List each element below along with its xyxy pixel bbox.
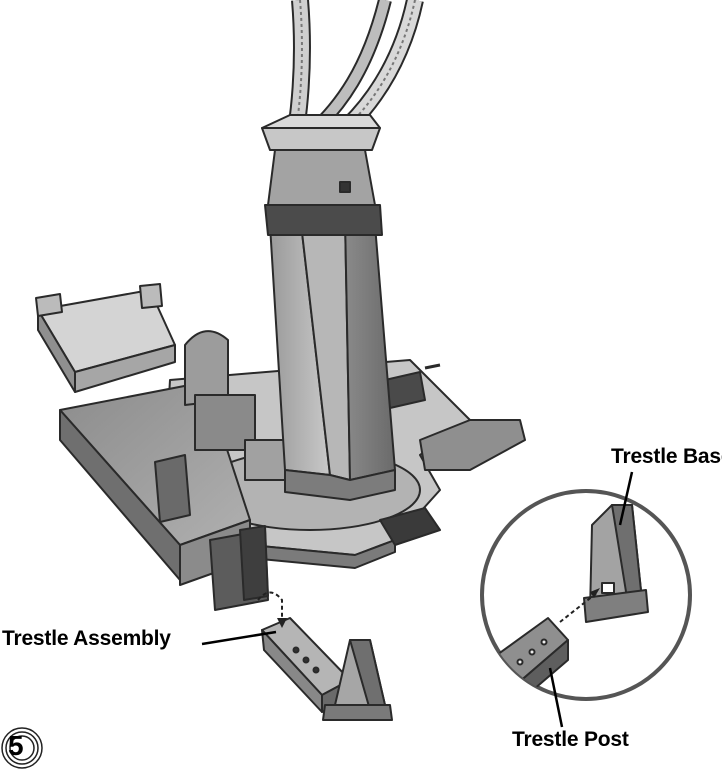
step-number: 5 xyxy=(8,730,24,761)
leader-line-assembly xyxy=(201,630,277,646)
tower xyxy=(261,114,396,501)
trestle-post-label: Trestle Post xyxy=(512,728,629,751)
trestle-base-detail xyxy=(583,504,649,623)
trestle-base-label: Trestle Base xyxy=(611,445,722,468)
inner-buildings xyxy=(184,330,286,481)
step-number-badge: 5 xyxy=(0,724,50,774)
attach-arrow xyxy=(257,591,287,628)
right-arms xyxy=(379,363,526,546)
leader-line-base xyxy=(618,471,634,526)
trestle-assembly xyxy=(261,617,393,721)
toy-playset-illustration xyxy=(35,0,692,728)
trestle-assembly-label: Trestle Assembly xyxy=(2,627,171,650)
leader-line-post xyxy=(548,667,564,728)
detail-callout-circle xyxy=(480,489,692,701)
